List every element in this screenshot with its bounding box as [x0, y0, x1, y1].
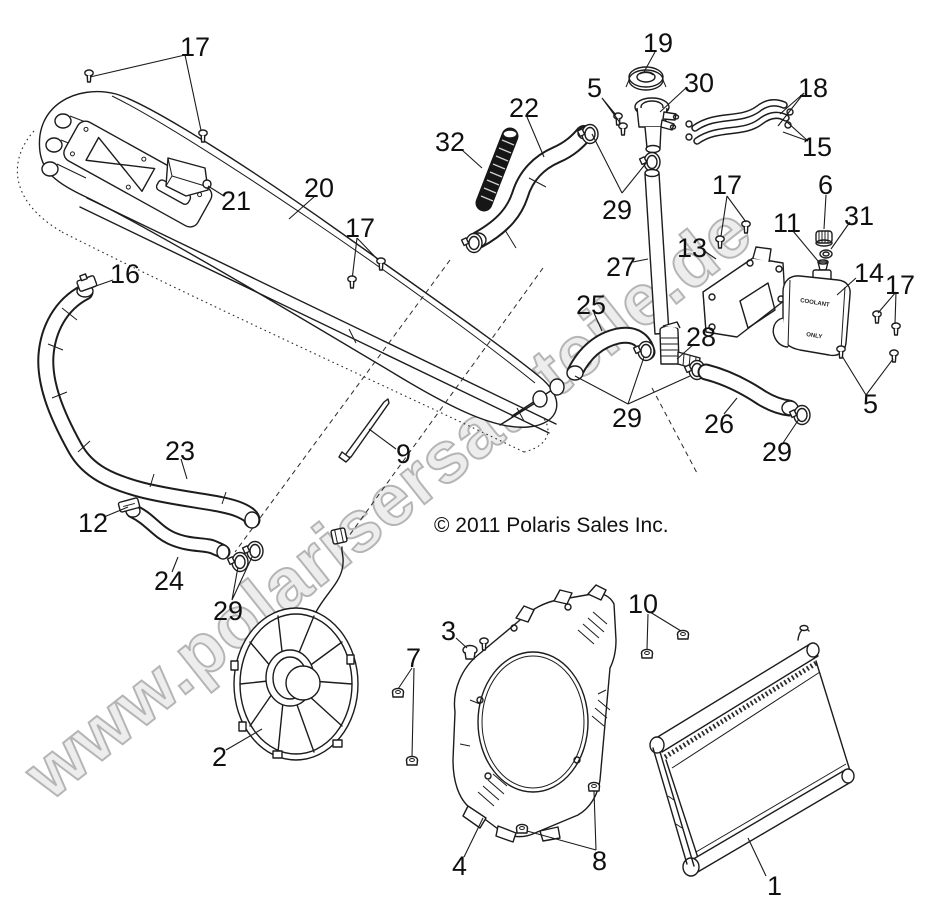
screw-17-d	[891, 322, 901, 336]
nut-10-b	[640, 648, 654, 659]
grommet-8-b	[587, 781, 601, 792]
label-5b: 5	[863, 389, 878, 419]
label-29b: 29	[612, 403, 642, 433]
label-1: 1	[767, 871, 782, 901]
bolt-9	[338, 398, 390, 463]
label-31: 31	[844, 201, 874, 231]
label-17: 17	[180, 32, 210, 62]
bottle-label-line2: ONLY	[806, 332, 823, 340]
vent-hoses-18	[685, 99, 794, 145]
ghost-outline	[16, 130, 549, 453]
bottle-label-line1: COOLANT	[800, 298, 831, 309]
label-3: 3	[441, 616, 456, 646]
label-29c: 29	[762, 437, 792, 467]
label-30: 30	[684, 68, 714, 98]
grommet-8-a	[515, 823, 529, 834]
label-27: 27	[606, 252, 636, 282]
nut-10-a	[676, 629, 690, 640]
leader-lines	[89, 51, 897, 877]
filler-neck-30	[634, 97, 680, 154]
label-9: 9	[396, 439, 411, 469]
label-5: 5	[587, 73, 602, 103]
cooling-fan	[230, 527, 359, 761]
label-18: 18	[798, 73, 828, 103]
label-23: 23	[165, 436, 195, 466]
part-number-labels: 17 21 20 17 16 22 32 5 19 30 29 27 13 18…	[78, 28, 915, 901]
label-20: 20	[304, 173, 334, 203]
grommet-3	[462, 637, 489, 660]
label-17b: 17	[345, 213, 375, 243]
label-28: 28	[686, 322, 716, 352]
clamp-16	[76, 273, 98, 292]
nut-7-b	[405, 755, 419, 766]
label-11: 11	[773, 208, 801, 238]
hose-23	[37, 283, 261, 529]
label-24: 24	[154, 566, 184, 596]
screw-17-c	[872, 310, 882, 324]
fan-shroud	[452, 584, 617, 843]
label-29d: 29	[213, 596, 243, 626]
label-29a: 29	[602, 195, 632, 225]
clamp-29-hose22	[460, 232, 483, 254]
label-6: 6	[818, 170, 833, 200]
label-7: 7	[406, 643, 421, 673]
screw-5-b	[618, 122, 628, 136]
label-15: 15	[802, 132, 832, 162]
clamp-29-neck	[638, 151, 661, 173]
label-2: 2	[212, 742, 227, 772]
radiator	[649, 624, 855, 877]
ribbed-heat-shield-32	[475, 127, 519, 212]
label-4: 4	[452, 851, 467, 881]
label-16: 16	[110, 259, 140, 289]
label-17c: 17	[712, 170, 742, 200]
label-25: 25	[576, 290, 606, 320]
copyright-text: © 2011 Polaris Sales Inc.	[434, 514, 669, 537]
label-26: 26	[704, 409, 734, 439]
label-21: 21	[221, 186, 251, 216]
label-17d: 17	[885, 270, 915, 300]
coolant-bottle-14: COOLANT ONLY	[772, 269, 851, 357]
label-13: 13	[677, 233, 707, 263]
label-10: 10	[628, 589, 658, 619]
heat-shield	[63, 120, 213, 228]
pressure-cap-19	[625, 66, 667, 91]
washer-31	[819, 249, 833, 259]
label-14: 14	[854, 258, 884, 288]
bottle-cap-6	[815, 230, 833, 247]
label-8: 8	[592, 846, 607, 876]
hose-24	[125, 503, 231, 560]
label-22: 22	[509, 93, 539, 123]
nut-7-a	[391, 687, 405, 698]
alignment-lines	[234, 259, 698, 553]
screw-5-d	[889, 349, 899, 363]
label-12: 12	[78, 508, 108, 538]
label-19: 19	[643, 28, 673, 58]
label-32: 32	[435, 127, 465, 157]
ghost-pipes	[499, 378, 565, 426]
fitting-11	[817, 259, 829, 271]
